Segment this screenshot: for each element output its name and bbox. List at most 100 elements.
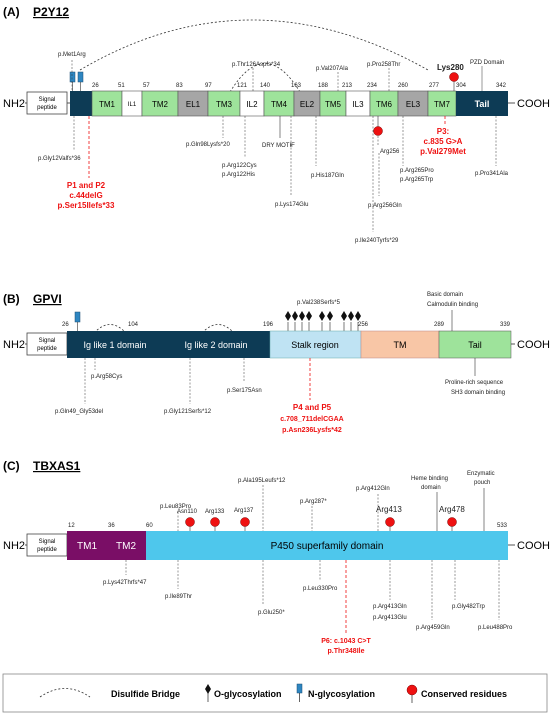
variant-label: p.Gly121Serfs*12 [164,409,212,415]
panel-a: (A) P2Y12 26 51 57 83 97 121 140 163 188… [3,5,550,244]
domain-label: Tail [468,340,482,350]
variant-label: p.Lys174Glu [275,202,308,208]
domain-label: TM [394,340,407,350]
domain-label: IL3 [352,100,364,109]
variant-label: p.Gln98Lysfs*20 [186,142,230,148]
patient-p6-label: P6: c.1043 C>T p.Thr348Ile [321,638,371,655]
variant-label: SH3 domain binding [451,390,505,396]
pos-label: 342 [496,83,507,89]
signal-peptide-box [26,91,68,115]
variant-label: Arg137 [234,508,254,514]
variant-label: Basic domain [427,292,463,298]
pos-label: 234 [367,83,378,89]
cooh-label: COOH [517,98,550,110]
variant-label: Asn110 [177,509,198,515]
domain-ig2 [163,331,270,358]
variant-label: Arg133 [205,509,225,515]
legend-label: N-glycosylation [308,689,375,699]
domain-il2 [239,90,265,117]
o-glycosylation-icon [306,311,312,331]
variant-label: DRY MOTIF [262,143,295,149]
domain-tail [438,330,512,359]
panel-a-domains: TM1 IL1 TM2 EL1 TM3 IL2 TM4 EL2 TM5 IL3 … [91,90,508,117]
pos-label: 188 [318,83,329,89]
variant-label: p.Arg122His [222,172,255,178]
legend-label: Conserved residues [421,689,507,699]
patient-p4-p5-label: P4 and P5 c.708_711delCGAA p.Asn236Lysfs… [280,403,343,434]
pos-label: 51 [118,83,125,89]
conserved-residue-icon [406,684,418,703]
legend-box [2,673,548,713]
domain-label: EL2 [300,100,315,109]
panel-b-positions: 26 104 196 256 289 339 [62,322,511,328]
patient-text: P3: [437,127,449,136]
o-glycosylation-icon [285,311,291,331]
conserved-residue-icon [240,517,250,527]
pos-label: 60 [146,523,153,529]
nh2-label: NH2 [3,540,25,552]
pos-label: 260 [398,83,409,89]
patient-text: c.835 G>A [424,137,463,146]
variant-label: PZD Domain [470,60,504,66]
domain-label: EL1 [186,100,201,109]
panel-b-letter: (B) [3,292,20,306]
signal-peptide-label: peptide [37,346,57,352]
pos-label: 196 [263,322,274,328]
pos-label: 163 [291,83,302,89]
domain-label: Ig like 1 domain [83,340,146,350]
domain-el1 [177,90,209,117]
variant-label: Calmodulin binding [427,302,478,308]
n-terminus-box [70,91,92,116]
patient-text: c.44delG [69,191,102,200]
domain-el3 [397,90,429,117]
variant-label: p.Met1Arg [58,52,86,58]
domain-label: TM5 [325,100,342,109]
pos-label: 140 [260,83,271,89]
pos-label: 83 [176,83,183,89]
pos-label: 104 [128,322,139,328]
patient-text: P4 and P5 [293,403,332,412]
o-glycosylation-icon [348,311,354,331]
panel-a-gene: P2Y12 [33,5,69,19]
domain-tm1 [67,531,107,560]
pos-label: 533 [497,523,508,529]
pos-label: 277 [429,83,440,89]
pos-label: 36 [108,523,115,529]
panel-a-top-variants: p.Met1Arg p.Thr126Aspfs*34 p.Val207Ala p… [58,52,504,91]
panel-b: (B) GPVI 26 104 196 256 289 339 [3,292,550,434]
pos-label: 57 [143,83,150,89]
signal-peptide-label: peptide [37,547,57,553]
signal-peptide-label: Signal [39,338,56,344]
domain-label: EL3 [406,100,421,109]
variant-label: p.Pro341Ala [475,171,509,177]
cooh-label: COOH [517,540,550,552]
variant-label: p.Leu330Pro [303,586,338,592]
variant-label: p.Ile240Tyrfs*29 [355,238,399,244]
domain-label: IL2 [246,100,258,109]
conserved-residue-icon [385,517,395,527]
panel-c-top-variants: p.Ala195Leufs*12 p.Leu83Pro Asn110 Arg13… [160,471,495,531]
panel-c-positions: 12 36 60 533 [68,523,508,529]
disulfide-bridge-icon [39,688,91,698]
domain-label: Ig like 2 domain [184,340,247,350]
panel-b-gene: GPVI [33,292,62,306]
domain-tm7 [427,90,457,117]
pos-label: 213 [342,83,353,89]
o-glycosylation-icon [319,311,325,331]
domain-label: P450 superfamily domain [271,541,384,552]
signal-peptide-label: Signal [39,539,56,545]
patient-text: P6: c.1043 C>T [321,638,371,645]
patient-text: p.Thr348Ile [328,648,365,655]
variant-label: p.Val207Ala [316,66,349,72]
disulfide-bridge [201,324,235,334]
variant-label: p.Arg265Trp [400,177,434,183]
variant-label: p.Leu83Pro [160,504,192,510]
domain-label: TM4 [271,100,288,109]
panel-b-bottom-variants: p.Arg58Cys p.Gln49_Gly53del p.Gly121Serf… [55,358,505,415]
pos-label: 304 [456,83,467,89]
variant-label: p.Ala195Leufs*12 [238,478,286,484]
o-glycosylation-icon [292,311,298,331]
pos-label: 26 [62,322,69,328]
o-glycosylation-icon [355,311,361,331]
